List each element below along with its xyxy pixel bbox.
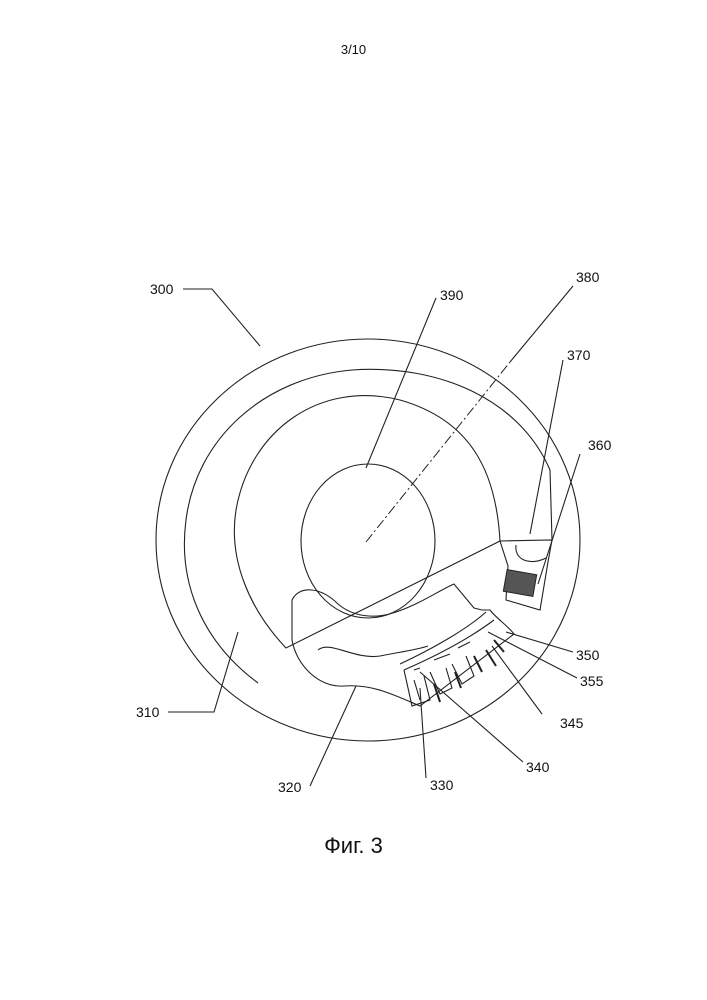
label-310: 310: [136, 704, 160, 720]
flex-substrate: [292, 584, 514, 706]
chip-arc-inner: [404, 620, 494, 670]
spiral-coil: [184, 369, 552, 683]
central-optic: [301, 464, 435, 618]
label-355: 355: [580, 673, 604, 689]
axis-line: [366, 362, 510, 542]
sensor-loop: [516, 545, 546, 562]
label-320: 320: [278, 779, 302, 795]
substrate-inner-edge: [318, 646, 428, 657]
label-350: 350: [576, 647, 600, 663]
label-340: 340: [526, 759, 550, 775]
electrode-array: [404, 640, 504, 706]
figure-caption: Фиг. 3: [0, 833, 707, 859]
label-370: 370: [567, 347, 591, 363]
label-360: 360: [588, 437, 612, 453]
label-330: 330: [430, 777, 454, 793]
label-345: 345: [560, 715, 584, 731]
label-390: 390: [440, 287, 464, 303]
sensor-chip: [503, 570, 536, 597]
leader-lines: [168, 286, 580, 786]
label-380: 380: [576, 269, 600, 285]
label-300: 300: [150, 281, 174, 297]
